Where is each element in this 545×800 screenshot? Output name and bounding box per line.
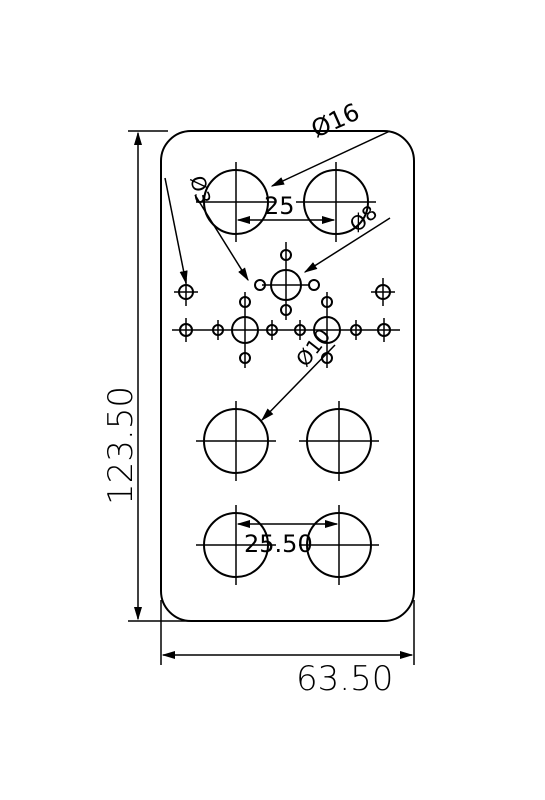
plate-outline [160, 130, 415, 622]
leaders [164, 130, 391, 529]
height-label: 123.50 [101, 386, 141, 505]
bottom-pitch-label: 25.50 [244, 530, 313, 558]
width-dimension: 63.50 [160, 600, 415, 699]
height-dimension: 123.50 [101, 130, 190, 622]
hole-row [172, 292, 400, 368]
ring-hole-diameter-label: Ø10 [291, 324, 335, 371]
small-hole-diameter-label: Ø3 [185, 173, 216, 207]
side-small-holes [174, 278, 395, 306]
large-holes [196, 162, 379, 585]
top-pitch-label: 25 [264, 192, 295, 220]
width-label: 63.50 [296, 659, 393, 699]
large-hole-diameter-label: Ø16 [307, 98, 364, 144]
center-hole-group [254, 242, 320, 320]
